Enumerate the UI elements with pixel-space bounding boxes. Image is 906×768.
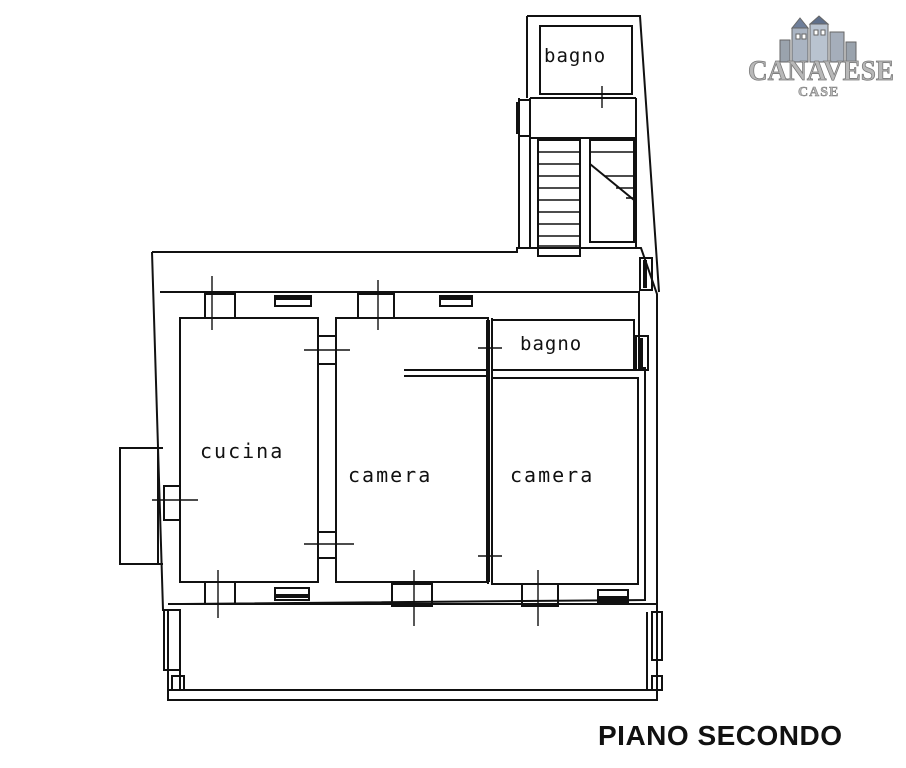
canavese-case-logo: CANAVESE CASE — [748, 15, 894, 100]
label-bagno-top: bagno — [544, 45, 606, 67]
label-bagno-right: bagno — [520, 333, 582, 355]
room-cucina — [179, 317, 319, 583]
stairs-right — [589, 139, 635, 243]
label-cucina: cucina — [200, 439, 284, 463]
balcony-left — [119, 447, 159, 565]
room-bagno-top — [539, 25, 633, 95]
label-camera-middle: camera — [348, 463, 432, 487]
house-icon — [779, 15, 857, 63]
logo-sub-text: CASE — [798, 85, 839, 100]
floor-title: PIANO SECONDO — [598, 720, 843, 751]
room-camera-middle — [335, 317, 489, 583]
label-camera-right: camera — [510, 463, 594, 487]
tower-wall — [527, 15, 660, 293]
logo-main-text: CANAVESE — [748, 56, 894, 87]
stairs-left — [537, 139, 581, 257]
